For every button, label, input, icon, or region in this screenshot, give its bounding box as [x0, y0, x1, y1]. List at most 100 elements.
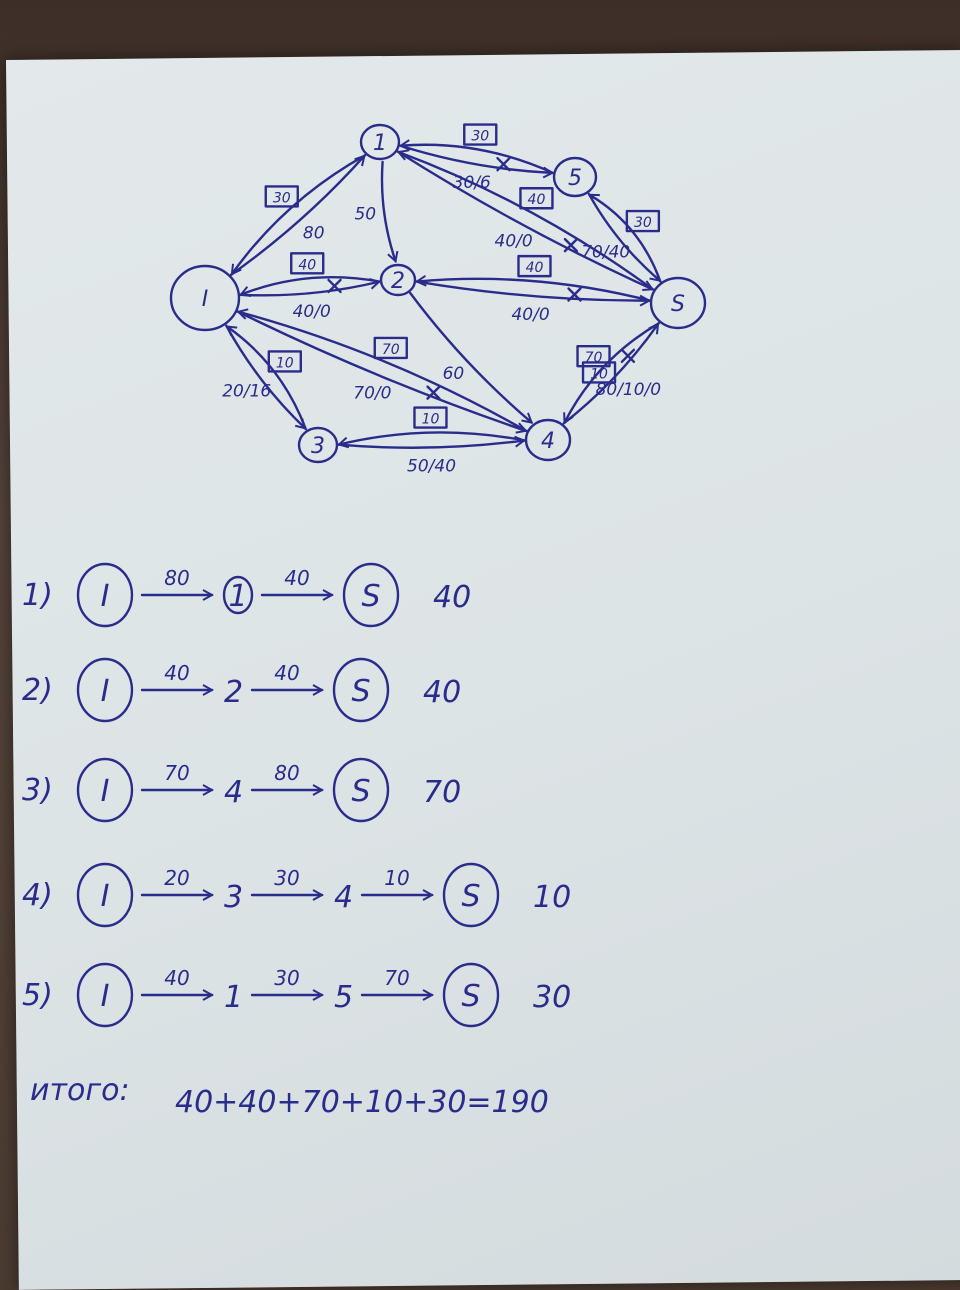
svg-text:70: 70: [382, 342, 400, 358]
path-node: I: [101, 879, 110, 914]
edge-4-S: [562, 324, 660, 425]
path-flow: 40: [423, 675, 461, 710]
node-3: 3: [297, 426, 339, 464]
path-capacity: 40: [274, 661, 299, 685]
edge-2-4: [409, 291, 531, 422]
path-flow: 70: [423, 775, 461, 810]
edge-I-2: [238, 282, 379, 297]
edge-label-5-S: 70/40: [581, 242, 630, 262]
path-node: I: [101, 774, 110, 809]
back-capacity-2-I: 40: [290, 252, 325, 275]
path-node: S: [461, 879, 480, 914]
edge-I-1: [229, 156, 364, 276]
path-node-circle: [222, 575, 254, 615]
edge-1-5: [398, 144, 553, 173]
path-node-circle: [76, 962, 134, 1028]
back-edge-S-1: [398, 152, 655, 291]
path-node: I: [101, 674, 110, 709]
svg-text:2: 2: [391, 269, 405, 294]
edge-label-4-S: 80/10/0: [596, 380, 662, 400]
node-4: 4: [524, 418, 572, 462]
path-node: 2: [224, 675, 243, 710]
edge-label-3-4: 50/40: [407, 457, 456, 477]
back-edge-2-I: [241, 275, 382, 294]
svg-text:40: 40: [298, 257, 316, 273]
path-number: 3): [22, 773, 53, 808]
path-flow: 40: [433, 580, 471, 615]
path-flow: 10: [533, 880, 571, 915]
edge-3-4: [336, 441, 524, 449]
path-node: I: [101, 979, 110, 1014]
saturated-mark: [426, 385, 441, 400]
path-node-circle: [442, 962, 500, 1028]
path-node: S: [461, 979, 480, 1014]
svg-text:10: 10: [276, 355, 294, 371]
back-capacity-S-1: 40: [519, 187, 554, 210]
path-number: 1): [22, 578, 53, 613]
path-number: 5): [22, 978, 53, 1013]
edge-label-2-4: 60: [443, 364, 465, 384]
edge-label-1-S: 40/0: [495, 231, 533, 251]
back-capacity-S-2: 40: [517, 254, 552, 278]
svg-text:70: 70: [585, 350, 603, 366]
path-node-circle: [442, 862, 500, 928]
path-node-circle: [76, 657, 134, 723]
svg-text:30: 30: [273, 190, 291, 206]
edge-2-S: [414, 280, 649, 300]
svg-text:1: 1: [373, 131, 387, 156]
total-expression: 40+40+70+10+30=190: [175, 1085, 549, 1120]
total-line: итого: 40+40+70+10+30=190: [30, 1073, 549, 1120]
path-node: 1: [228, 579, 247, 614]
back-edge-S-2: [417, 279, 652, 302]
node-5: 5: [552, 156, 598, 198]
back-capacity-3-I: 10: [267, 350, 302, 373]
edge-label-I-3: 20/16: [222, 382, 271, 402]
saturated-mark: [567, 287, 582, 302]
path-node: 4: [224, 775, 243, 810]
back-edge-4-3: [339, 431, 527, 444]
svg-text:10: 10: [422, 412, 440, 428]
path-capacity: 30: [274, 966, 299, 990]
back-edge-5-1: [401, 145, 555, 175]
path-capacity: 30: [274, 866, 299, 890]
path-node: I: [101, 579, 110, 614]
path-node-circle: [332, 657, 390, 723]
path-capacity: 40: [284, 566, 309, 590]
path-node-circle: [342, 562, 400, 628]
path-node: 3: [224, 880, 243, 915]
path-capacity: 10: [384, 866, 409, 890]
saturated-mark: [327, 278, 342, 294]
svg-text:I: I: [202, 287, 209, 312]
path-node-circle: [76, 757, 134, 823]
back-edge-4-I: [238, 312, 528, 433]
back-capacity-2-S-4: 10: [581, 361, 617, 384]
path-node-circle: [76, 562, 134, 628]
svg-text:30: 30: [634, 215, 652, 231]
back-capacity-4-I: 70: [373, 336, 408, 360]
path-number: 4): [22, 878, 53, 913]
edge-1-2: [380, 160, 396, 261]
path-capacity: 70: [384, 966, 409, 990]
svg-text:5: 5: [568, 166, 582, 191]
path-node-circle: [76, 862, 134, 928]
edge-label-1-2: 50: [354, 205, 376, 225]
path-node: S: [351, 774, 370, 809]
back-capacity-5-1: 30: [463, 123, 498, 146]
edge-I-3: [225, 324, 305, 429]
back-capacity-S-5: 30: [625, 209, 661, 233]
path-capacity: 40: [164, 661, 189, 685]
saturated-mark: [563, 237, 579, 253]
total-label: итого:: [30, 1073, 130, 1108]
graph-edges: 30803030/6504040/04040/04040/03070/40102…: [222, 123, 662, 477]
node-I: I: [169, 264, 241, 332]
svg-text:30: 30: [471, 129, 489, 145]
node-2: 2: [379, 263, 417, 297]
svg-text:10: 10: [590, 366, 608, 382]
